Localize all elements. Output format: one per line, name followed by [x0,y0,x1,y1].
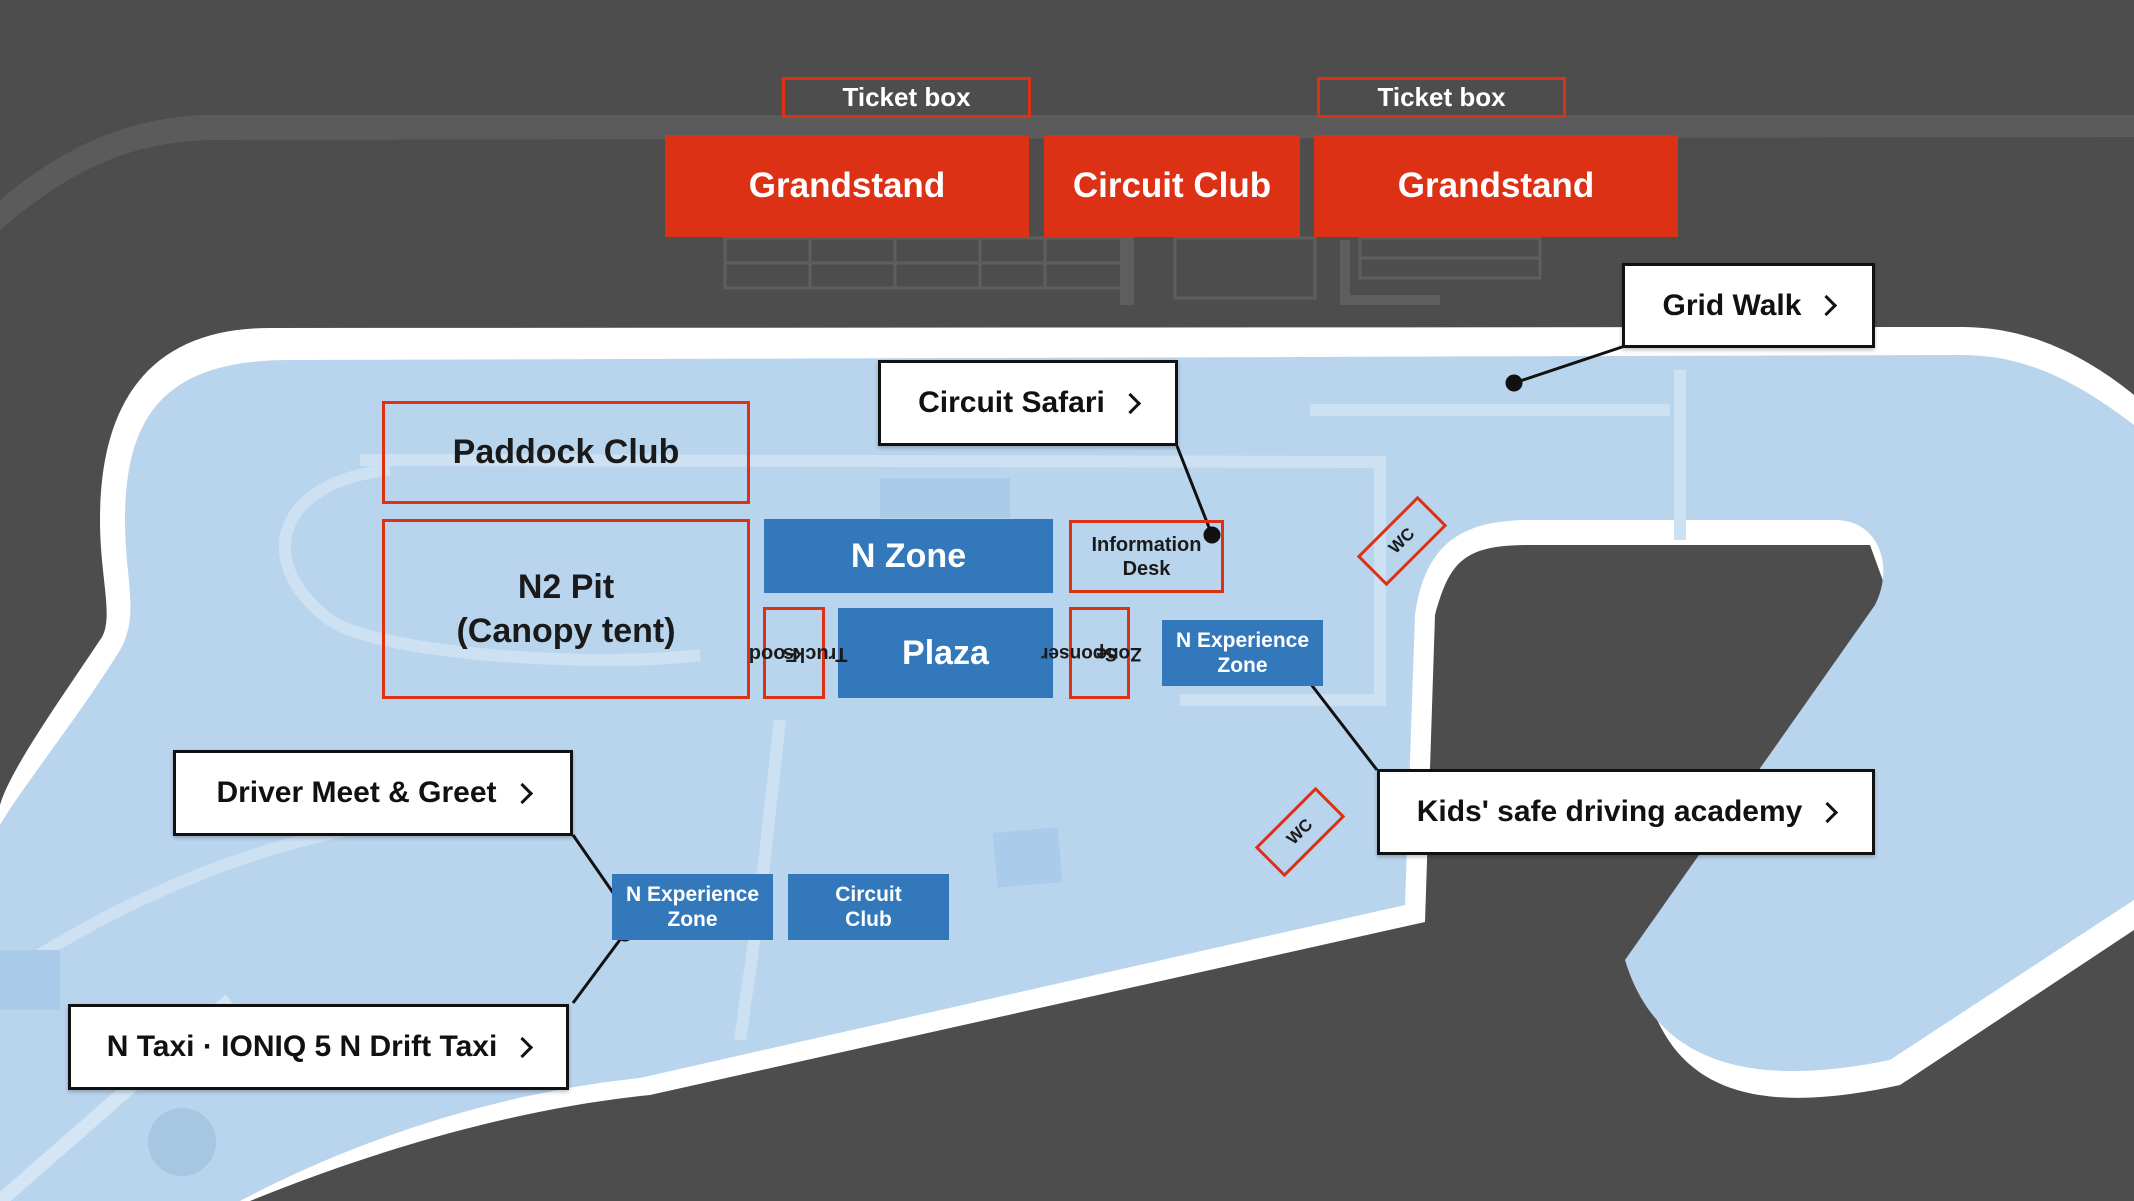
paddock-club-zone: Paddock Club [382,401,750,504]
kids-academy-link[interactable]: Kids' safe driving academy [1377,769,1875,855]
faint-blocks [0,478,1063,1010]
grandstand-left-label: Grandstand [748,166,946,205]
driver-meet-link[interactable]: Driver Meet & Greet [173,750,573,836]
n-taxi-label: N Taxi · IONIQ 5 N Drift Taxi [106,1030,498,1063]
food-trucks-sublabel: Trucks [782,642,848,665]
grandstand-right-label: Grandstand [1397,166,1595,205]
venue-area [0,355,2134,1201]
circuit-safari-label: Circuit Safari [918,386,1105,419]
circuit-club-stand-label: Circuit Club [1072,166,1272,205]
n-experience-zone-left-label: N Experience [625,882,760,906]
roundabout [148,1108,216,1176]
circuit-club-stand: Circuit Club [1044,135,1300,237]
n-zone-label: N Zone [850,536,967,575]
n-experience-zone-right: N Experience Zone [1162,620,1323,686]
circuit-club-zone: Circuit Club [788,874,949,940]
n2-pit-sublabel: (Canopy tent) [456,612,676,650]
plaza-label: Plaza [902,633,989,672]
grid-walk-link[interactable]: Grid Walk [1622,263,1875,348]
n-experience-zone-left: N Experience Zone [612,874,773,940]
n-taxi-link[interactable]: N Taxi · IONIQ 5 N Drift Taxi [68,1004,569,1090]
ticket-box-left: Ticket box [782,77,1031,118]
marker-dot-icon [1203,526,1221,544]
information-desk-label: Information [1091,533,1202,556]
kids-academy-label: Kids' safe driving academy [1416,795,1803,828]
information-desk-sublabel: Desk [1122,557,1171,580]
n-zone: N Zone [764,519,1053,593]
n2-pit-label: N2 Pit [517,567,615,606]
chevron-right-icon [1817,801,1839,823]
structure-outline [1340,240,1440,305]
circuit-safari-link[interactable]: Circuit Safari [878,360,1178,446]
circuit-club-zone-sublabel: Club [845,908,892,931]
chevron-right-icon [1816,294,1838,317]
wc-label: WC [1282,814,1317,849]
structure-post [1120,235,1134,305]
chevron-right-icon [511,782,533,804]
n-experience-zone-right-label: N Experience [1175,628,1310,652]
ticket-box-left-label: Ticket box [842,82,971,112]
information-desk-zone: Information Desk [1069,520,1224,593]
sponsor-zone-sublabel: Zone [1096,642,1143,664]
grandstand-right: Grandstand [1314,135,1678,237]
paddock-club-label: Paddock Club [452,433,680,471]
driver-meet-label: Driver Meet & Greet [216,776,497,809]
marker-dot-icon [1505,374,1523,392]
n2-pit-zone: N2 Pit (Canopy tent) [382,519,750,699]
ticket-box-right: Ticket box [1317,77,1566,118]
n-experience-zone-right-sublabel: Zone [1217,654,1268,677]
chevron-right-icon [1119,392,1141,414]
circuit-club-zone-label: Circuit [835,882,902,906]
chevron-right-icon [512,1036,534,1058]
ticket-box-right-label: Ticket box [1377,82,1506,112]
grandstand-left: Grandstand [665,135,1029,237]
wc-label: WC [1384,523,1419,558]
plaza-zone: Plaza [838,608,1053,698]
grid-walk-label: Grid Walk [1662,288,1802,322]
n-experience-zone-left-sublabel: Zone [667,908,718,931]
